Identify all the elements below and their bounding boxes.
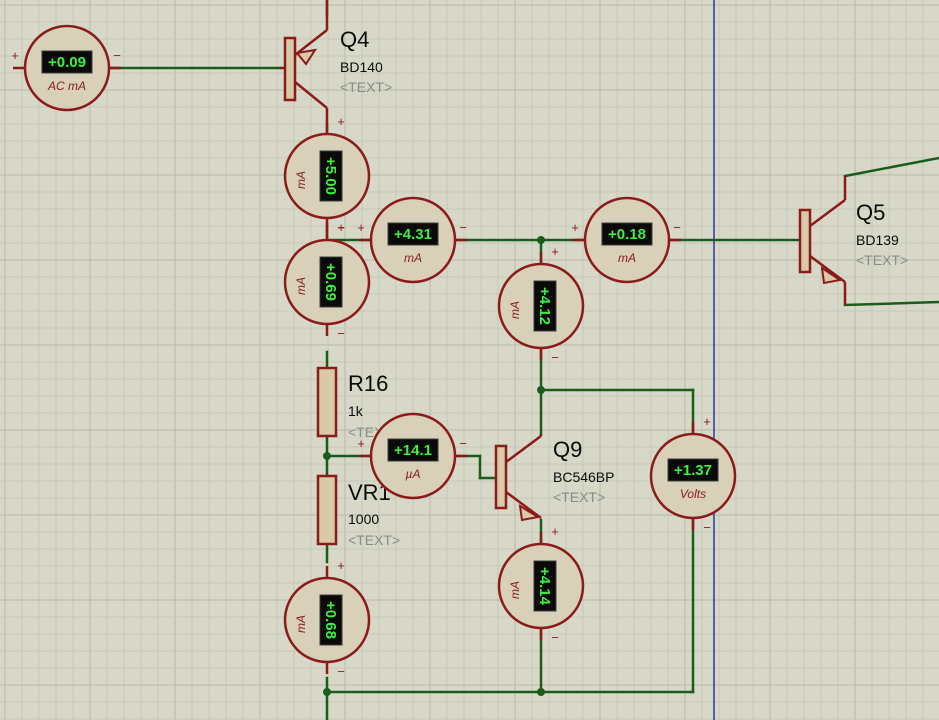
plus-pin-label: + (551, 524, 559, 539)
meter-unit: mA (508, 581, 522, 599)
meter-reading: +4.31 (394, 226, 432, 243)
meter-unit: AC mA (47, 79, 86, 93)
meter-unit: mA (508, 301, 522, 319)
plus-pin-label: + (337, 114, 345, 129)
vr1-text: <TEXT> (348, 532, 400, 548)
meter-q9e[interactable]: +4.14 mA + − (497, 524, 585, 645)
lcd-display: +4.31 (387, 222, 439, 246)
meter-unit: mA (294, 171, 308, 189)
minus-pin-label: − (673, 220, 681, 235)
plus-pin-label: + (337, 558, 345, 573)
meter-unit: mA (294, 615, 308, 633)
meter-unit: µA (406, 467, 421, 481)
minus-pin-label: − (459, 436, 467, 451)
q9-ref: Q9 (553, 437, 582, 462)
meter-reading: +4.12 (536, 287, 553, 325)
lcd-display: +4.12 (533, 280, 557, 332)
meter-ua[interactable]: +14.1 µA + − (357, 412, 467, 500)
minus-pin-label: − (113, 48, 121, 63)
minus-pin-label: − (337, 326, 345, 341)
lcd-display: +5.00 (319, 150, 343, 202)
minus-pin-label: − (551, 350, 559, 365)
meter-reading: +5.00 (322, 157, 339, 195)
q5-text: <TEXT> (856, 252, 908, 268)
lcd-display: +0.69 (319, 256, 343, 308)
q9-value: BC546BP (553, 469, 614, 485)
plus-pin-label: + (357, 436, 365, 451)
minus-pin-label: − (459, 220, 467, 235)
lcd-display: +0.68 (319, 594, 343, 646)
meter-unit: mA (404, 251, 422, 265)
minus-pin-label: − (337, 220, 345, 235)
r16-value: 1k (348, 403, 364, 419)
resistor-r16[interactable] (316, 366, 338, 438)
meter-h1[interactable]: +4.31 mA + − (357, 196, 467, 284)
q9-text: <TEXT> (553, 489, 605, 505)
minus-pin-label: − (703, 520, 711, 535)
resistor-vr1[interactable] (316, 474, 338, 546)
wires (108, 0, 939, 720)
r16-ref: R16 (348, 371, 388, 396)
q4-ref: Q4 (340, 27, 369, 52)
junctions (323, 236, 545, 696)
meter-reading: +0.69 (322, 263, 339, 301)
meter-unit: mA (294, 277, 308, 295)
meter-bot[interactable]: +0.68 mA + − (283, 558, 371, 679)
minus-pin-label: − (551, 630, 559, 645)
transistor-q4[interactable] (280, 0, 329, 136)
q5-value: BD139 (856, 232, 899, 248)
lcd-display: +0.18 (601, 222, 653, 246)
lcd-display: +4.14 (533, 560, 557, 612)
meter-right[interactable]: +4.12 mA + − (497, 244, 585, 365)
meter-ac[interactable]: +0.09 AC mA + − (11, 24, 121, 112)
meter-reading: +1.37 (674, 462, 712, 479)
plus-pin-label: + (357, 220, 365, 235)
transistor-q9[interactable] (494, 434, 543, 522)
meter-unit: mA (618, 251, 636, 265)
plus-pin-label: + (11, 48, 19, 63)
plus-pin-label: + (703, 414, 711, 429)
meter-reading: +0.09 (48, 54, 86, 71)
vr1-value: 1000 (348, 511, 379, 527)
q4-text: <TEXT> (340, 79, 392, 95)
meter-reading: +0.18 (608, 226, 646, 243)
plus-pin-label: + (337, 220, 345, 235)
minus-pin-label: − (337, 664, 345, 679)
plus-pin-label: + (551, 244, 559, 259)
lcd-display: +1.37 (667, 458, 719, 482)
lcd-display: +0.09 (41, 50, 93, 74)
lcd-display: +14.1 (387, 438, 439, 462)
meter-reading: +14.1 (394, 442, 432, 459)
q4-value: BD140 (340, 59, 383, 75)
meter-h2[interactable]: +0.18 mA + − (571, 196, 681, 284)
q5-ref: Q5 (856, 200, 885, 225)
plus-pin-label: + (571, 220, 579, 235)
meter-reading: +0.68 (322, 601, 339, 639)
meter-reading: +4.14 (536, 567, 553, 606)
transistor-q5[interactable] (798, 176, 847, 305)
meter-unit: Volts (680, 487, 706, 501)
